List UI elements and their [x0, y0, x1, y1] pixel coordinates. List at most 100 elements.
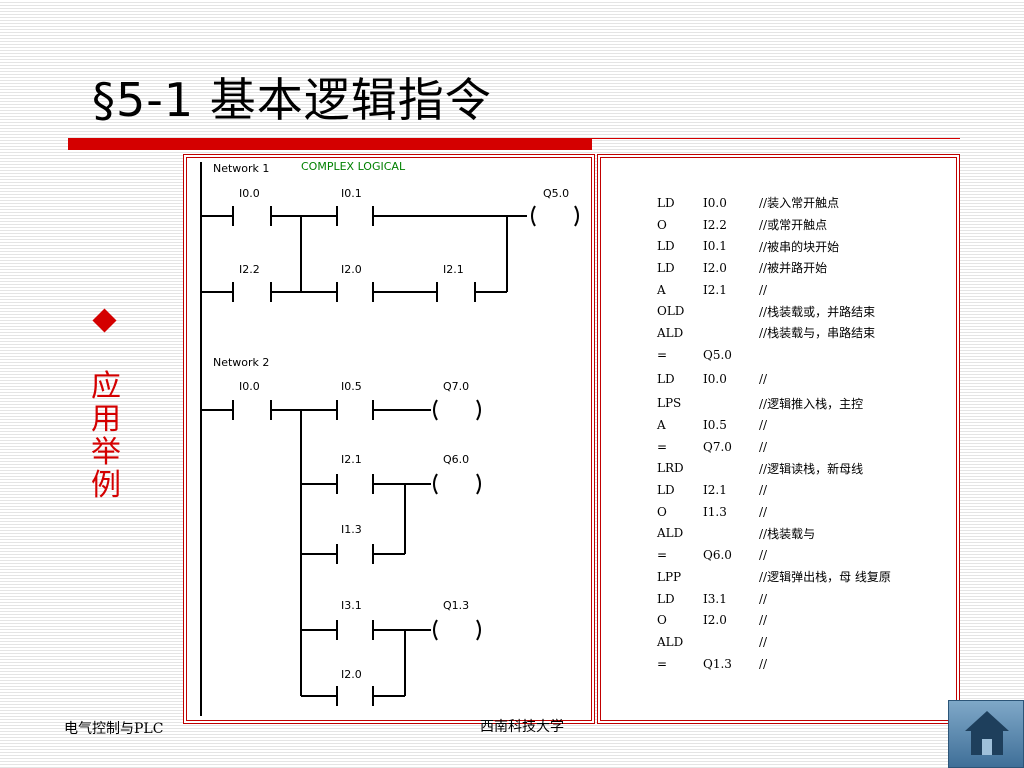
listing-comment: //栈装载或，并路结束 — [759, 304, 876, 319]
listing-comment: //栈装载与 — [759, 526, 816, 541]
listing-comment: // — [759, 634, 768, 649]
listing-op: ALD — [657, 634, 684, 649]
listing-comment: // — [759, 439, 768, 454]
listing-operand — [703, 458, 759, 480]
slide-title: §5-1 基本逻辑指令 — [92, 73, 492, 127]
title-rule-thick — [68, 138, 592, 150]
listing-row: A I0.5 // — [657, 414, 891, 436]
listing-op: LD — [657, 239, 675, 254]
listing-comment: //逻辑读栈，新母线 — [759, 461, 864, 476]
network2-contact-i21: I2.1 — [341, 453, 362, 466]
listing-operand — [703, 300, 759, 322]
listing-row: ALD //栈装载与，串路结束 — [657, 322, 891, 344]
network2-contact-i31: I3.1 — [341, 599, 362, 612]
listing-row: ALD // — [657, 631, 891, 653]
listing-comment: // — [759, 282, 768, 297]
listing-comment: // — [759, 504, 768, 519]
listing-operand: I3.1 — [703, 591, 727, 606]
listing-row: = Q7.0 // — [657, 436, 891, 458]
network2-label: Network 2 — [213, 356, 269, 369]
listing-operand: I2.2 — [703, 217, 727, 232]
listing-op: O — [657, 504, 667, 519]
listing-op: ALD — [657, 526, 684, 541]
listing-row: LPP//逻辑弹出栈，母 线复原 — [657, 566, 891, 588]
title-rule-thin — [592, 138, 960, 139]
listing-op: = — [657, 548, 668, 563]
listing-operand: Q6.0 — [703, 548, 732, 563]
listing-op: O — [657, 217, 667, 232]
listing-operand: I0.0 — [703, 195, 727, 210]
listing-row: LRD//逻辑读栈，新母线 — [657, 458, 891, 480]
listing-op: LD — [657, 483, 675, 498]
listing-comment: //栈装载与，串路结束 — [759, 326, 876, 341]
network1-contact-i21: I2.1 — [443, 263, 464, 276]
listing-op: A — [657, 282, 666, 297]
footer-university-name: 西南科技大学 — [480, 719, 564, 735]
listing-row: ALD //栈装载与 — [657, 523, 891, 545]
listing-operand: Q7.0 — [703, 439, 732, 454]
network1-label: Network 1 — [213, 162, 269, 175]
listing-op: O — [657, 613, 667, 628]
listing-op: LPS — [657, 396, 682, 411]
listing-row: A I2.1 // — [657, 279, 891, 301]
network2-contact-i20: I2.0 — [341, 668, 362, 681]
listing-comment: // — [759, 613, 768, 628]
network1-rung-bottom — [201, 216, 508, 302]
listing-operand: I2.1 — [703, 483, 727, 498]
listing-operand — [703, 523, 759, 545]
listing-operand: I2.0 — [703, 260, 727, 275]
vertical-caption: 应用举例 — [91, 369, 121, 503]
listing-operand: I0.1 — [703, 239, 727, 254]
home-icon — [965, 711, 1009, 755]
instruction-listing: LD I0.0 //装入常开触点 O I2.2 //或常开触点 LD I0.1 //被串的块开始… — [657, 192, 891, 674]
network2-contact-i00: I0.0 — [239, 380, 260, 393]
listing-comment: // — [759, 548, 768, 563]
network2-coil-q13: Q1.3 — [443, 599, 469, 612]
listing-op: LD — [657, 372, 675, 386]
footer-course-name: 电气控制与PLC — [64, 721, 164, 737]
ladder-diagram-panel: Network 1 COMPLEX LOGICAL I0.0 I0.1 Q5.0 — [183, 154, 595, 724]
listing-operand: I2.1 — [703, 282, 727, 297]
listing-op: A — [657, 418, 666, 433]
network1-comment: COMPLEX LOGICAL — [301, 160, 406, 173]
listing-comment: // — [759, 591, 768, 606]
network1-coil — [531, 205, 579, 227]
network2-rung-branch3 — [301, 619, 481, 706]
network1-rung-top — [201, 206, 527, 226]
listing-operand — [703, 322, 759, 344]
network2-coil-q70: Q7.0 — [443, 380, 469, 393]
listing-op: OLD — [657, 304, 685, 319]
listing-row: O I2.2 //或常开触点 — [657, 214, 891, 236]
listing-comment: //装入常开触点 — [759, 196, 840, 211]
listing-operand: I0.0 — [703, 372, 727, 386]
network2-rung-branch2 — [301, 473, 481, 564]
network1-coil-q50: Q5.0 — [543, 187, 569, 200]
instruction-listing-panel: LD I0.0 //装入常开触点 O I2.2 //或常开触点 LD I0.1 //被串的块开始… — [597, 154, 960, 724]
listing-op: = — [657, 347, 668, 362]
listing-comment: // — [759, 483, 768, 498]
listing-row: LD I2.1 // — [657, 479, 891, 501]
listing-operand: I1.3 — [703, 504, 727, 519]
listing-comment: //被串的块开始 — [759, 239, 840, 254]
home-button[interactable] — [948, 700, 1024, 768]
listing-comment: //被并路开始 — [759, 261, 828, 276]
network2-contact-i13: I1.3 — [341, 523, 362, 536]
listing-operand: I0.5 — [703, 418, 727, 433]
listing-row: OLD //栈装载或，并路结束 — [657, 300, 891, 322]
listing-op: ALD — [657, 325, 684, 340]
network1-contact-i00: I0.0 — [239, 187, 260, 200]
listing-row: O I1.3 // — [657, 501, 891, 523]
listing-operand — [703, 393, 759, 415]
listing-row: LPS//逻辑推入栈，主控 — [657, 393, 891, 415]
listing-comment: // — [759, 418, 768, 433]
listing-op: LD — [657, 195, 675, 210]
listing-comment: //或常开触点 — [759, 218, 828, 233]
listing-row: LD I0.1 //被串的块开始 — [657, 235, 891, 257]
listing-op: = — [657, 439, 668, 454]
listing-row: = Q6.0 // — [657, 544, 891, 566]
listing-row: LD I0.0 //装入常开触点 — [657, 192, 891, 214]
listing-row: =Q1.3// — [657, 653, 891, 675]
